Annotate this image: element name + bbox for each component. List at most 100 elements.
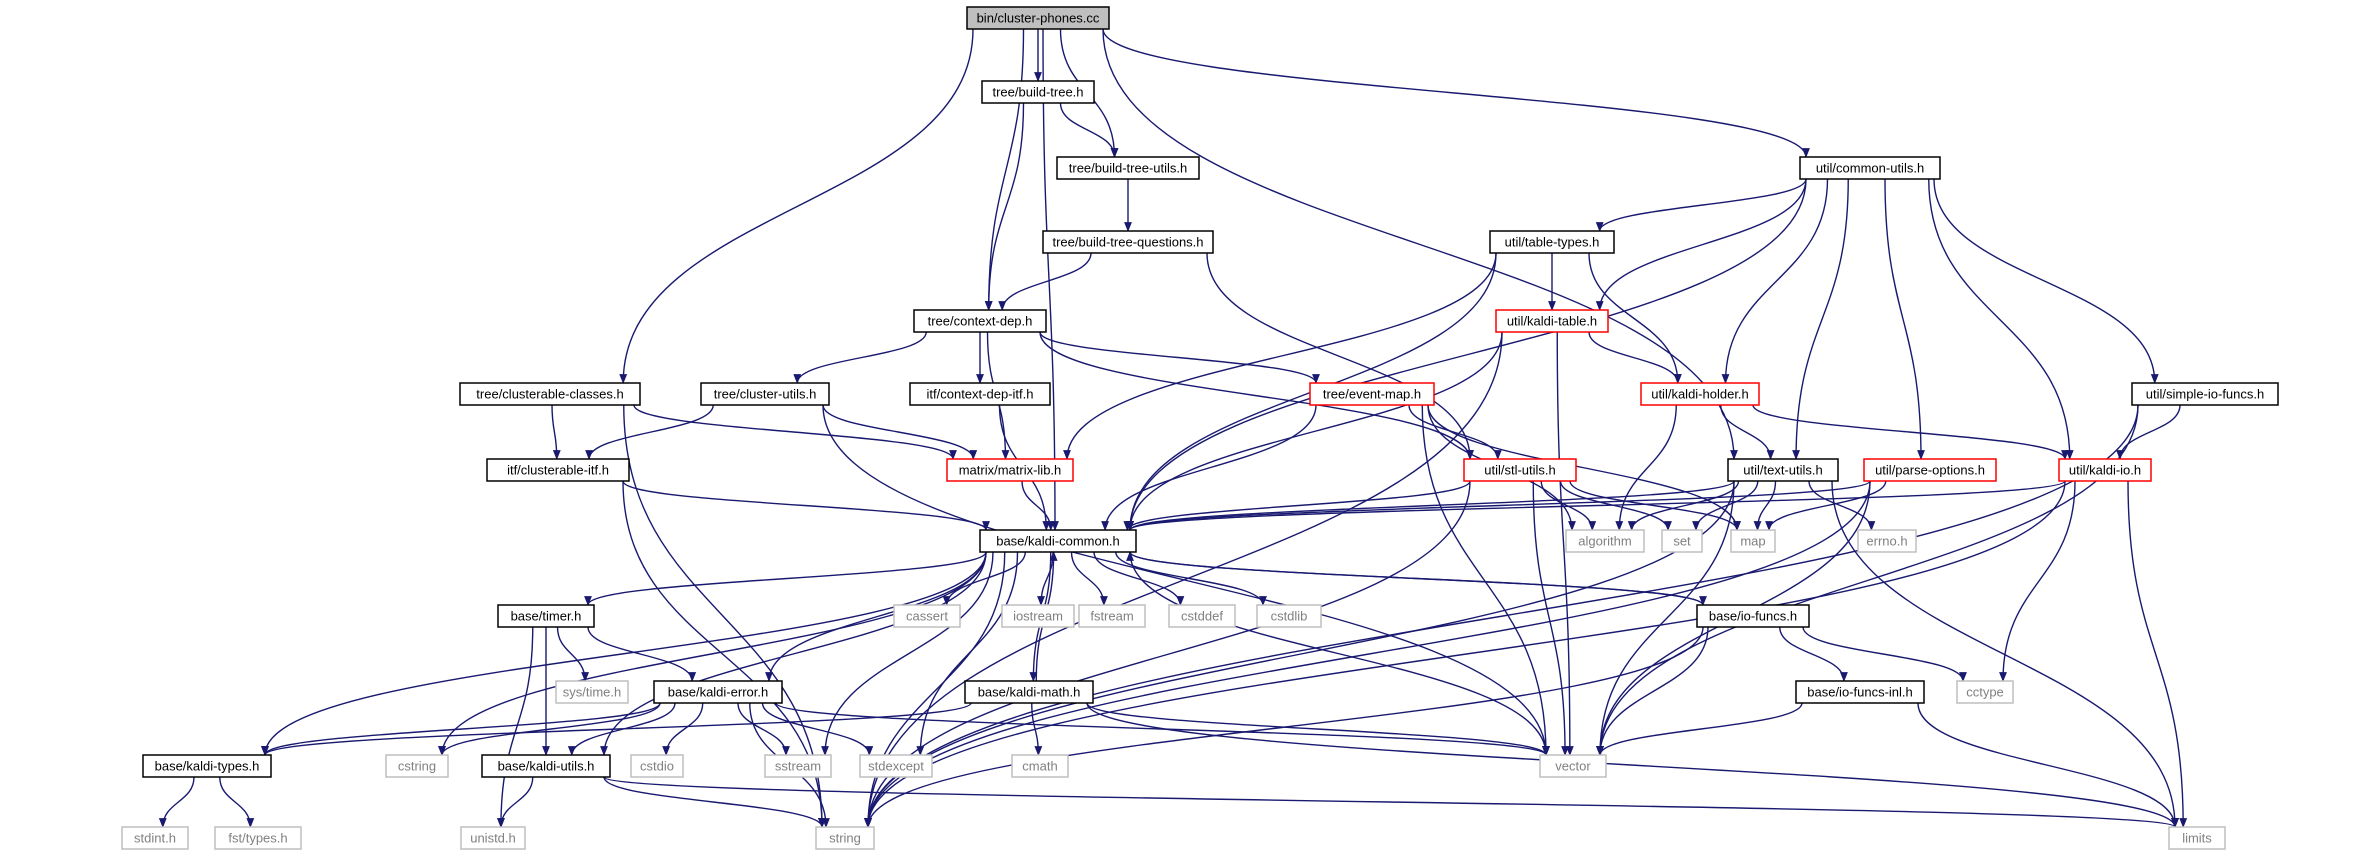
- node-box: [913, 309, 1047, 333]
- edge-simple_io_funcs-to-string: [864, 404, 2139, 828]
- edge-kaldi_types-to-fst_types: [219, 776, 255, 828]
- node-label: cstring: [398, 759, 436, 774]
- node-simple-io-funcs[interactable]: util/simple-io-funcs.h: [2131, 382, 2279, 406]
- node-kaldi-io[interactable]: util/kaldi-io.h: [2058, 458, 2152, 482]
- node-box: [2131, 382, 2279, 406]
- edge-text_utils-to-vector: [1596, 480, 1735, 756]
- node-label: tree/build-tree-utils.h: [1069, 161, 1188, 176]
- node-io-funcs[interactable]: base/io-funcs.h: [1696, 604, 1810, 628]
- node-kaldi-math[interactable]: base/kaldi-math.h: [964, 680, 1094, 704]
- node-box: [1696, 604, 1810, 628]
- node-event-map[interactable]: tree/event-map.h: [1309, 382, 1435, 406]
- edge-io_funcs_inl-to-limits: [1917, 702, 2179, 828]
- node-label: algorithm: [1578, 534, 1631, 549]
- node-build-tree-questions[interactable]: tree/build-tree-questions.h: [1042, 230, 1214, 254]
- node-limits: limits: [2168, 826, 2226, 850]
- node-cassert: cassert: [893, 604, 961, 628]
- node-box: [1042, 230, 1214, 254]
- node-cluster-utils[interactable]: tree/cluster-utils.h: [700, 382, 830, 406]
- edge-common_utils-to-kaldi_common: [1126, 178, 1807, 531]
- node-parse-options[interactable]: util/parse-options.h: [1863, 458, 1997, 482]
- node-label: util/table-types.h: [1505, 235, 1600, 250]
- node-set: set: [1661, 529, 1703, 553]
- node-box: [966, 6, 1110, 30]
- edge-kaldi_error-to-cstring: [438, 702, 661, 756]
- node-sstream: sstream: [764, 754, 832, 778]
- edge-text_utils-to-algorithm: [1627, 480, 1740, 531]
- edge-kaldi_utils-to-unistd: [497, 776, 534, 828]
- edge-text_utils-to-kaldi_common: [1126, 480, 1735, 531]
- node-kaldi-utils[interactable]: base/kaldi-utils.h: [481, 754, 611, 778]
- node-kaldi-table[interactable]: util/kaldi-table.h: [1495, 309, 1609, 333]
- edge-io_funcs-to-vector: [1596, 626, 1709, 756]
- node-box: [1463, 458, 1577, 482]
- edge-kaldi_math-to-kaldi_types: [261, 702, 972, 756]
- node-stl-utils[interactable]: util/stl-utils.h: [1463, 458, 1577, 482]
- node-label: errno.h: [1866, 534, 1907, 549]
- node-matrix-lib[interactable]: matrix/matrix-lib.h: [946, 458, 1074, 482]
- node-box: [1078, 604, 1146, 628]
- edge-common_utils-to-simple_io_funcs: [1933, 178, 2159, 384]
- node-kaldi-error[interactable]: base/kaldi-error.h: [653, 680, 783, 704]
- edge-io_funcs-to-cctype: [1802, 626, 1967, 682]
- node-label: vector: [1555, 759, 1591, 774]
- edge-kaldi_error-to-sstream: [737, 702, 790, 756]
- node-box: [909, 382, 1051, 406]
- node-label: util/text-utils.h: [1743, 463, 1822, 478]
- node-clusterable-classes[interactable]: tree/clusterable-classes.h: [459, 382, 641, 406]
- node-algorithm: algorithm: [1565, 529, 1645, 553]
- edge-kaldi_common-to-kaldi_utils: [600, 551, 987, 756]
- node-context-dep-itf[interactable]: itf/context-dep-itf.h: [909, 382, 1051, 406]
- node-kaldi-common[interactable]: base/kaldi-common.h: [979, 529, 1137, 553]
- node-common-utils[interactable]: util/common-utils.h: [1799, 156, 1941, 180]
- edge-kaldi_error-to-cstdio: [662, 702, 704, 756]
- node-box: [1539, 754, 1607, 778]
- edge-common_utils-to-text_utils: [1792, 178, 1849, 460]
- node-box: [1056, 156, 1200, 180]
- node-label: cstddef: [1181, 609, 1223, 624]
- node-kaldi-types[interactable]: base/kaldi-types.h: [142, 754, 272, 778]
- node-label: util/common-utils.h: [1816, 161, 1924, 176]
- node-box: [1799, 156, 1941, 180]
- node-box: [964, 680, 1094, 704]
- edge-kaldi_types-to-stdint: [158, 776, 195, 828]
- edge-kaldi_error-to-kaldi_types: [261, 702, 661, 756]
- node-stdint: stdint.h: [121, 826, 189, 850]
- edge-text_utils-to-set: [1692, 480, 1759, 531]
- node-box: [1795, 680, 1925, 704]
- node-label: tree/event-map.h: [1323, 387, 1421, 402]
- node-build-tree[interactable]: tree/build-tree.h: [981, 80, 1095, 104]
- edge-kaldi_math-to-limits: [1086, 702, 2179, 828]
- edge-kaldi_utils-to-limits: [603, 776, 2179, 828]
- node-label: set: [1673, 534, 1691, 549]
- node-cmath: cmath: [1011, 754, 1069, 778]
- edge-context_dep-to-cluster_utils: [793, 331, 927, 384]
- node-box: [385, 754, 449, 778]
- node-box: [1309, 382, 1435, 406]
- edge-kaldi_table-to-vector: [1556, 331, 1574, 756]
- edge-kaldi_common-to-cstddef: [1093, 551, 1185, 606]
- edge-stl_utils-to-vector: [1532, 480, 1569, 756]
- node-box: [981, 80, 1095, 104]
- node-root[interactable]: bin/cluster-phones.cc: [966, 6, 1110, 30]
- node-timer[interactable]: base/timer.h: [497, 604, 595, 628]
- edge-kaldi_table-to-kaldi_holder: [1588, 331, 1682, 384]
- edge-common_utils-to-table_types: [1595, 178, 1807, 232]
- edge-root-to-context_dep: [984, 28, 1025, 311]
- edge-clusterable_classes-to-string: [623, 404, 826, 828]
- node-table-types[interactable]: util/table-types.h: [1489, 230, 1615, 254]
- node-context-dep[interactable]: tree/context-dep.h: [913, 309, 1047, 333]
- node-label: util/parse-options.h: [1875, 463, 1985, 478]
- node-clusterable-itf[interactable]: itf/clusterable-itf.h: [486, 458, 630, 482]
- edge-build_tree-to-build_tree_utils: [1059, 102, 1119, 158]
- edge-cluster_utils-to-clusterable_itf: [585, 404, 714, 460]
- node-kaldi-holder[interactable]: util/kaldi-holder.h: [1640, 382, 1760, 406]
- node-box: [142, 754, 272, 778]
- node-io-funcs-inl[interactable]: base/io-funcs-inl.h: [1795, 680, 1925, 704]
- node-label: util/kaldi-table.h: [1507, 314, 1597, 329]
- nodes-layer: bin/cluster-phones.cc tree/build-tree.h tr…: [121, 6, 2279, 850]
- node-build-tree-utils[interactable]: tree/build-tree-utils.h: [1056, 156, 1200, 180]
- node-text-utils[interactable]: util/text-utils.h: [1727, 458, 1839, 482]
- edge-simple_io_funcs-to-kaldi_io: [2116, 404, 2181, 460]
